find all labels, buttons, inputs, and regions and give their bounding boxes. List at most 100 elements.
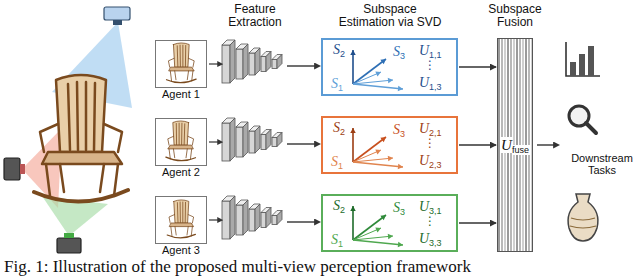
bar-chart-icon <box>566 42 600 76</box>
connector-arrow <box>459 66 496 67</box>
fused-basis-symbol: U <box>500 137 512 153</box>
basis-symbol: U <box>419 43 429 58</box>
subspace-symbol: S <box>393 44 400 59</box>
subspace-symbol: S <box>393 122 400 137</box>
column-heading: Feature Extraction <box>225 3 285 29</box>
axis-arrowhead <box>375 227 381 232</box>
vase-icon <box>568 194 598 241</box>
axis-line <box>352 50 354 84</box>
subscript: 1 <box>338 83 343 93</box>
axis-line <box>353 240 403 245</box>
axis-line <box>353 158 393 162</box>
subspace-box: S2S3S1U1,1⋮U1,3 <box>321 38 458 96</box>
subscript: 1 <box>338 161 343 171</box>
camera-lens <box>113 20 122 25</box>
camera-views <box>22 22 132 236</box>
subspace-symbol: S <box>331 154 338 169</box>
axis-line <box>353 236 393 240</box>
subscript: 2,3 <box>429 160 442 170</box>
feature-extractors <box>209 40 315 239</box>
subspace-symbol: S <box>331 76 338 91</box>
cnn-stack <box>209 196 315 239</box>
rocking-chair <box>34 75 128 202</box>
axis-arrowhead <box>350 128 356 133</box>
axis-arrowhead <box>388 156 393 161</box>
axis-arrowhead <box>398 164 403 169</box>
chair-thumbnail <box>167 200 195 238</box>
agent-thumbnails <box>166 43 196 238</box>
subscript: 3 <box>400 51 405 61</box>
figure-caption: Fig. 1: Illustration of the proposed mul… <box>4 258 471 276</box>
axis-arrowhead <box>388 78 393 83</box>
subscript: 3,3 <box>429 238 442 248</box>
chair-thumbnail <box>166 121 196 161</box>
axis-line <box>352 128 354 162</box>
basis-symbol: U <box>419 231 429 246</box>
camera <box>4 158 20 180</box>
output-arrow <box>537 144 554 145</box>
subspace-symbol: S <box>333 42 340 57</box>
basis-symbol: U <box>419 75 429 90</box>
camera <box>104 7 130 20</box>
agent-view-box: Agent 1 <box>155 40 207 88</box>
subscript: 2 <box>340 49 345 59</box>
basis-symbol: U <box>419 153 429 168</box>
ellipsis-mark: ⋮ <box>424 214 436 228</box>
axis-arrowhead <box>398 86 403 91</box>
subspace-symbol: S <box>333 120 340 135</box>
axis-arrowhead <box>398 242 403 247</box>
subscript: 3 <box>400 207 405 217</box>
subscript: 3 <box>400 129 405 139</box>
axis-line <box>353 137 386 162</box>
basis-symbol: U <box>419 199 429 214</box>
subspace-symbol: S <box>333 198 340 213</box>
subspace-symbol: S <box>393 200 400 215</box>
axis-line <box>352 206 354 240</box>
subscript: fuse <box>512 145 530 155</box>
task-label: Downstream Tasks <box>568 152 636 176</box>
axis-arrowhead <box>388 234 393 239</box>
connector-arrow <box>459 222 496 223</box>
subscript: 1,3 <box>429 82 442 92</box>
axis-line <box>353 84 403 89</box>
cnn-stack <box>209 118 315 161</box>
axis-arrowhead <box>375 149 381 154</box>
camera <box>57 238 81 253</box>
basis-symbol: U <box>419 121 429 136</box>
agent-view-box: Agent 3 <box>155 196 207 244</box>
axis-line <box>353 162 403 167</box>
column-heading: Subspace Fusion <box>485 3 545 29</box>
camera-lens <box>20 164 25 174</box>
magnifier-icon <box>569 106 596 133</box>
camera-icons <box>4 7 130 253</box>
agent-label: Agent 2 <box>150 166 212 178</box>
chair-thumbnail <box>167 43 197 83</box>
subscript: 2 <box>340 127 345 137</box>
column-heading: Subspace Estimation via SVD <box>336 3 444 29</box>
axis-line <box>353 215 386 240</box>
ellipsis-mark: ⋮ <box>424 58 436 72</box>
subspace-box: S2S3S1U3,1⋮U3,3 <box>321 194 458 252</box>
basis-column <box>531 39 532 251</box>
axis-arrowhead <box>375 71 381 76</box>
axis-arrowhead <box>350 206 356 211</box>
ellipsis-mark: ⋮ <box>424 136 436 150</box>
axis-arrowhead <box>380 215 386 220</box>
subscript: 2 <box>340 205 345 215</box>
axis-line <box>353 80 393 84</box>
axis-line <box>353 59 386 84</box>
agent-label: Agent 3 <box>150 244 212 256</box>
subspace-box: S2S3S1U2,1⋮U2,3 <box>321 116 458 174</box>
cnn-stack <box>209 40 315 83</box>
axis-arrowhead <box>380 137 386 142</box>
axis-arrowhead <box>350 50 356 55</box>
camera-lens <box>64 233 74 238</box>
subscript: 1 <box>338 239 343 249</box>
agent-label: Agent 1 <box>150 88 212 100</box>
connector-arrow <box>459 144 496 145</box>
axis-arrowhead <box>380 59 386 64</box>
